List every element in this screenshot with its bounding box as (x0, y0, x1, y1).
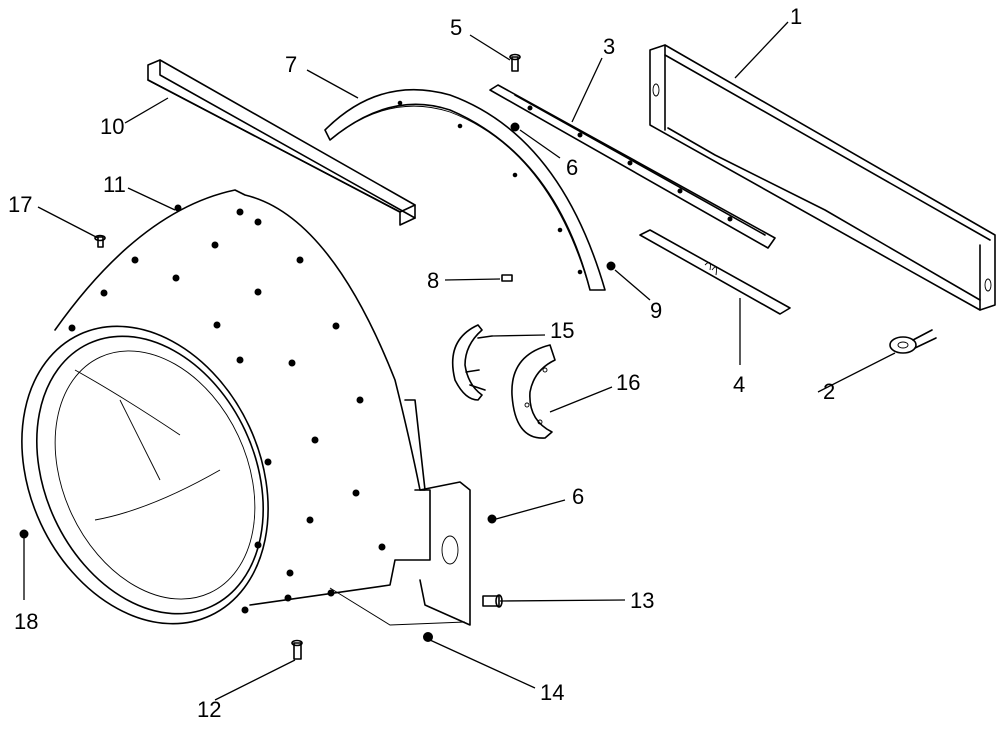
callout-13: 13 (630, 588, 654, 613)
leader-1 (734, 21, 789, 79)
callout-labels: 1 2 3 4 5 6 6 7 8 9 10 11 12 13 14 15 16… (8, 4, 835, 722)
part-1-channel-frame (649, 44, 996, 311)
callout-16: 16 (616, 370, 640, 395)
housing-fastener-dots (68, 204, 386, 614)
part-8-bolt (501, 274, 513, 282)
part-17-screw (94, 234, 106, 248)
callout-11: 11 (103, 172, 126, 197)
callout-5: 5 (450, 15, 462, 40)
part-16-half-ring (511, 344, 556, 439)
callout-4: 4 (733, 372, 745, 397)
callout-1: 1 (790, 4, 802, 29)
part-5-screw (509, 53, 521, 72)
part-15-half-bracket (451, 324, 493, 401)
callout-9: 9 (650, 298, 662, 323)
callout-17: 17 (8, 192, 32, 217)
leader-17 (37, 206, 99, 239)
part-12-bolt (291, 639, 303, 660)
part-14-nut (423, 632, 433, 642)
callout-14: 14 (540, 680, 564, 705)
leader-6b (495, 499, 566, 520)
leader-16 (549, 386, 613, 413)
part-13-bolt (482, 594, 503, 608)
part-2-eye-bolt (889, 329, 937, 354)
callout-2: 2 (823, 379, 835, 404)
part-9-nut (606, 261, 616, 271)
leader-10 (124, 97, 169, 124)
part-10-square-bar (147, 59, 416, 226)
leader-11 (127, 187, 176, 211)
leader-15 (491, 334, 546, 337)
callout-7: 7 (285, 52, 297, 77)
leader-6a (519, 129, 561, 159)
leader-5 (469, 34, 511, 61)
leader-8 (444, 278, 501, 281)
callout-12: 12 (197, 697, 221, 722)
part-18-nut (19, 529, 29, 539)
callout-15: 15 (550, 318, 574, 343)
part-7-arc-rim (324, 88, 606, 291)
callout-10: 10 (100, 114, 124, 139)
part-6-nut-upper (510, 122, 520, 132)
callout-6-lower: 6 (572, 484, 584, 509)
callout-18: 18 (14, 609, 38, 634)
part-3-angle-strip (489, 84, 776, 249)
leader-14 (429, 639, 536, 689)
callout-6-upper: 6 (566, 155, 578, 180)
callout-3: 3 (603, 34, 615, 59)
leader-7 (306, 69, 359, 99)
leader-9 (614, 269, 651, 301)
part-4-flat-strip (639, 229, 791, 315)
leader-12 (214, 659, 296, 701)
leader-lines (23, 21, 896, 701)
part-6-nut-lower (487, 514, 497, 524)
leader-3 (571, 57, 603, 123)
leader-2 (817, 352, 896, 393)
callout-8: 8 (427, 268, 439, 293)
part-11-shroud-housing (21, 189, 471, 626)
leader-13 (499, 599, 626, 602)
